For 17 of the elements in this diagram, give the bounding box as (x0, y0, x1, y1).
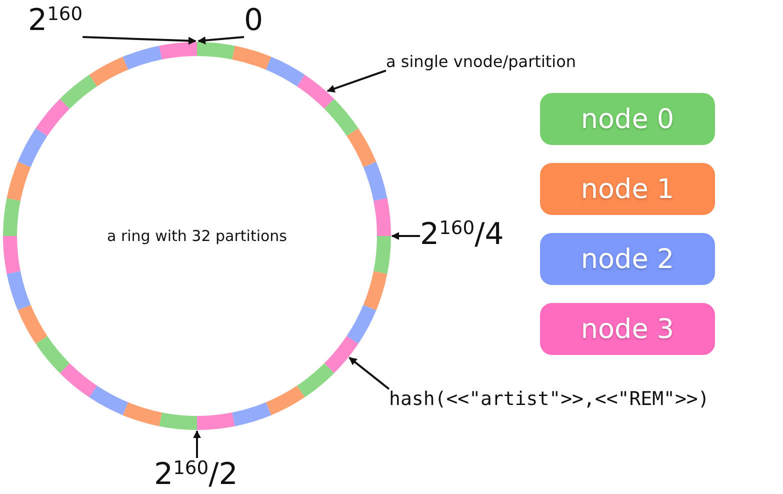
arrow (391, 232, 420, 240)
code-label: hash(<<"artist">>,<<"REM">>) (389, 389, 710, 410)
legend-swatch: node 0 (540, 93, 715, 145)
ring-caption: a ring with 32 partitions (106, 227, 287, 245)
position-label: 2$^{160}$ (28, 4, 83, 37)
legend-swatch: node 2 (540, 233, 715, 285)
arrow (198, 36, 244, 44)
legend-swatch: node 1 (540, 163, 715, 215)
position-label: 0 (244, 4, 264, 37)
position-label: a single vnode/partition (386, 53, 576, 71)
position-label: 2$^{160}$/4 (420, 218, 504, 251)
arrow (326, 70, 386, 92)
arrow (193, 430, 201, 458)
position-label: 2$^{160}$/2 (154, 458, 238, 491)
arrow (348, 356, 390, 390)
legend-swatch: node 3 (540, 303, 715, 355)
arrow (82, 36, 196, 45)
